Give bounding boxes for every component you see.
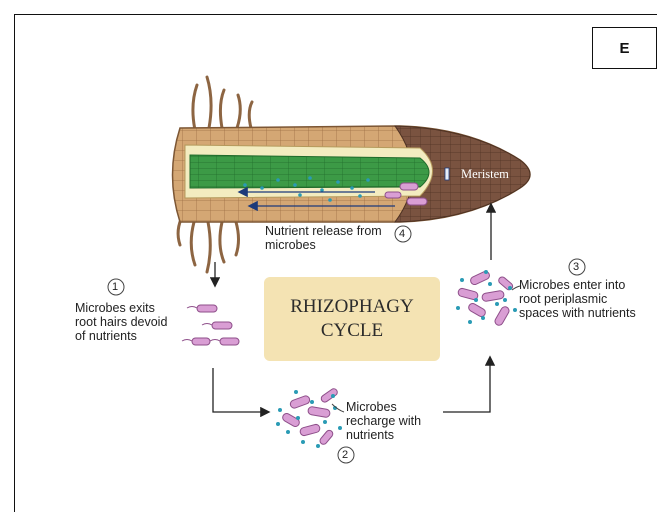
rhizophagy-cycle-box: RHIZOPHAGY CYCLE <box>264 277 440 361</box>
step1-microbes <box>182 305 239 345</box>
step3-microbes <box>456 270 517 327</box>
meristem-label: Meristem <box>461 167 509 182</box>
step2-microbes <box>276 387 342 448</box>
cycle-title-line1: RHIZOPHAGY <box>290 295 414 319</box>
step4-number: 4 <box>399 227 405 241</box>
step3-number: 3 <box>573 260 579 274</box>
step1-number: 1 <box>112 280 118 294</box>
arrow-step1-to-step2 <box>213 368 268 412</box>
cycle-title-line2: CYCLE <box>321 319 383 343</box>
arrow-step2-to-step3 <box>443 358 490 412</box>
step2-number: 2 <box>342 448 348 462</box>
